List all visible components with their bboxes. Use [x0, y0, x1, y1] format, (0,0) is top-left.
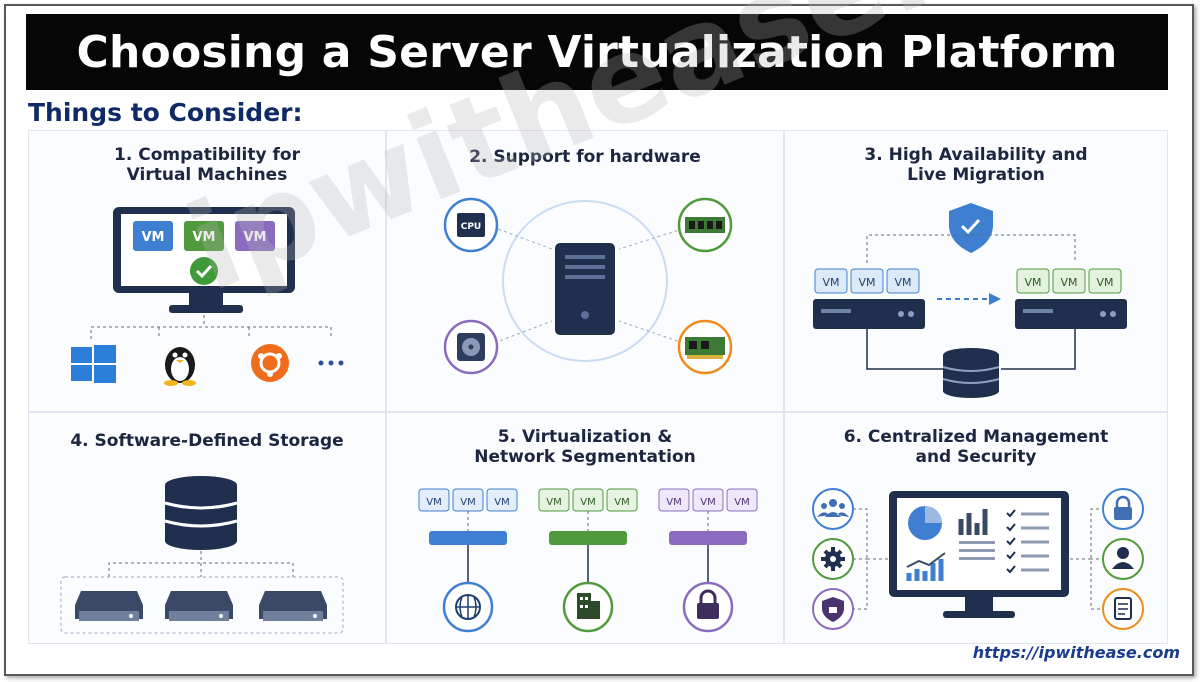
svg-text:VM: VM — [734, 497, 749, 508]
globe-icon — [442, 581, 494, 633]
shield-lock-icon — [812, 588, 854, 630]
vm-group-target: VM VM VM — [1016, 268, 1122, 294]
server-source-icon — [813, 299, 925, 329]
svg-text:CPU: CPU — [461, 222, 482, 232]
svg-text:VM: VM — [700, 497, 715, 508]
svg-text:VM: VM — [1024, 276, 1041, 289]
panel-network-segmentation: 5. Virtualization &Network Segmentation … — [386, 412, 784, 644]
svg-text:VM: VM — [894, 276, 911, 289]
document-icon — [1102, 588, 1144, 630]
management-illustration — [812, 488, 1144, 630]
svg-text:VM: VM — [244, 230, 267, 245]
svg-text:VM: VM — [1060, 276, 1077, 289]
vm-tile-green: VM — [184, 221, 224, 251]
panel-software-defined-storage: 4. Software-Defined Storage — [28, 412, 386, 644]
footer-url[interactable]: https://ipwithease.com — [972, 643, 1180, 662]
svg-text:VM: VM — [580, 497, 595, 508]
svg-text:VM: VM — [546, 497, 561, 508]
ram-module-icon — [677, 197, 733, 253]
linux-tux-icon — [164, 347, 196, 386]
svg-text:VM: VM — [426, 497, 441, 508]
migration-arrow-icon — [937, 293, 1001, 305]
storage-drive-icon — [165, 591, 233, 621]
page-title: Choosing a Server Virtualization Platfor… — [26, 14, 1168, 90]
users-icon — [812, 488, 854, 530]
building-icon — [562, 581, 614, 633]
panel-title: 2. Support for hardware — [469, 147, 701, 167]
vm-group-green: VM VM VM — [538, 488, 638, 545]
cpu-icon: CPU — [443, 197, 499, 253]
ubuntu-icon — [251, 344, 289, 382]
lock-icon — [682, 581, 734, 633]
gear-icon — [812, 538, 854, 580]
check-circle-icon — [190, 257, 218, 285]
panel-title: 4. Software-Defined Storage — [70, 431, 344, 451]
hardware-illustration: CPU — [443, 197, 733, 375]
svg-text:VM: VM — [142, 230, 165, 245]
storage-drive-icon — [75, 591, 143, 621]
hard-disk-icon — [443, 319, 499, 375]
storage-drive-icon — [259, 591, 327, 621]
svg-text:VM: VM — [494, 497, 509, 508]
segmentation-illustration: VM VM VM VM VM VM VM VM VM — [418, 488, 758, 633]
user-icon — [1102, 538, 1144, 580]
svg-text:VM: VM — [858, 276, 875, 289]
database-icon — [164, 476, 238, 550]
svg-text:VM: VM — [822, 276, 839, 289]
windows-icon — [71, 345, 116, 383]
more-dots-icon — [318, 360, 344, 366]
svg-text:VM: VM — [666, 497, 681, 508]
vm-tile-blue: VM — [133, 221, 173, 251]
server-tower-icon — [555, 243, 615, 335]
vm-group-purple: VM VM VM — [658, 488, 758, 545]
panel-title: 5. Virtualization &Network Segmentation — [474, 427, 696, 467]
vm-group-source: VM VM VM — [814, 268, 920, 294]
svg-text:VM: VM — [614, 497, 629, 508]
storage-illustration — [60, 476, 344, 634]
vm-tile-purple: VM — [235, 221, 275, 251]
svg-text:VM: VM — [460, 497, 475, 508]
svg-text:VM: VM — [1096, 276, 1113, 289]
network-card-icon — [677, 319, 733, 375]
vm-group-blue: VM VM VM — [418, 488, 518, 545]
panel-hardware-support: 2. Support for hardware CPU — [386, 130, 784, 412]
server-target-icon — [1015, 299, 1127, 329]
svg-text:VM: VM — [193, 230, 216, 245]
compatibility-illustration: VM VM VM — [71, 207, 344, 386]
lock-icon — [1102, 488, 1144, 530]
dashboard-monitor-icon — [889, 491, 1069, 618]
database-icon — [942, 348, 1000, 398]
ha-illustration: VM VM VM VM VM VM — [813, 203, 1127, 398]
shield-check-icon — [949, 203, 993, 253]
subtitle: Things to Consider: — [28, 98, 303, 127]
